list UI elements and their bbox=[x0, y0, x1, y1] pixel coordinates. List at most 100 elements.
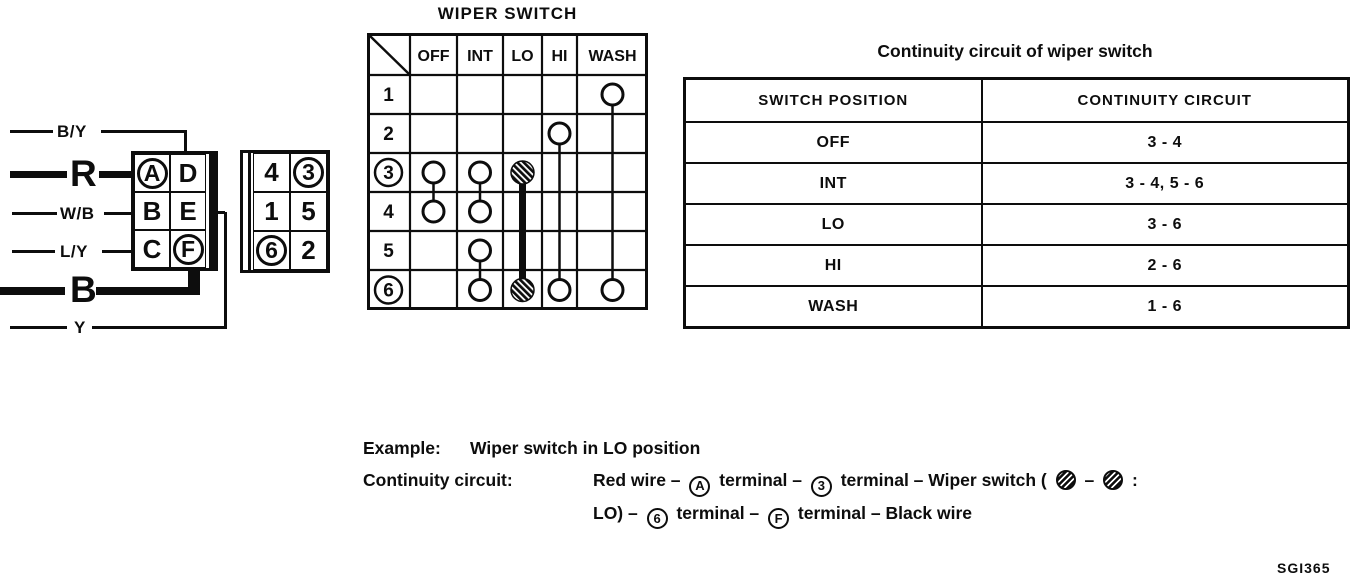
terminal-E: E bbox=[179, 195, 197, 226]
cell-position-wash: WASH bbox=[683, 285, 983, 329]
terminal-1: 1 bbox=[264, 196, 279, 226]
terminal-cell-F: F bbox=[170, 230, 206, 268]
example-line-1: Example: Wiper switch in LO position bbox=[363, 432, 1263, 464]
svg-text:6: 6 bbox=[383, 281, 394, 302]
col-header-switch-position: SWITCH POSITION bbox=[683, 77, 983, 123]
example-line3-text2: terminal – bbox=[676, 502, 760, 523]
circled-terminal-3: 3 bbox=[810, 475, 832, 497]
wire-wb-label: W/B bbox=[60, 204, 95, 223]
example-line2-text3: terminal – Wiper switch ( bbox=[840, 470, 1047, 490]
example-line-3: LO) – 6 terminal – F terminal – Black wi… bbox=[363, 497, 1263, 529]
wire-by-line-drop bbox=[184, 130, 187, 154]
wire-y-label: Y bbox=[74, 318, 86, 337]
terminal-cell-6: 6 bbox=[253, 231, 290, 270]
table-row-lo: LO 3 - 6 bbox=[683, 203, 1350, 246]
terminal-cell-3: 3 bbox=[290, 153, 327, 192]
cell-circuit-hi: 2 - 6 bbox=[980, 244, 1350, 287]
circled-terminal-f: F bbox=[768, 508, 790, 529]
example-line2-text2: terminal – bbox=[719, 470, 802, 490]
svg-text:1: 1 bbox=[383, 85, 394, 106]
example-block: Example: Wiper switch in LO position Cont… bbox=[363, 432, 1263, 529]
wire-b-line-stub bbox=[188, 268, 200, 291]
terminal-3: 3 bbox=[293, 157, 324, 188]
wire-ly-line-left bbox=[12, 250, 55, 253]
table-row-wash: WASH 1 - 6 bbox=[683, 285, 1350, 329]
wire-y-line-tap bbox=[214, 211, 225, 214]
terminal-cell-B: B bbox=[134, 192, 170, 230]
continuity-table-title: Continuity circuit of wiper switch bbox=[877, 41, 1153, 61]
svg-text:WASH: WASH bbox=[589, 48, 637, 65]
terminal-A: A bbox=[136, 157, 168, 189]
circled-terminal-a: A bbox=[689, 475, 711, 497]
svg-text:OFF: OFF bbox=[418, 48, 450, 65]
wire-r-line-left bbox=[10, 171, 67, 178]
cell-circuit-int: 3 - 4, 5 - 6 bbox=[980, 162, 1350, 205]
example-line3-text1: LO) – bbox=[593, 502, 638, 523]
wire-y-line-rise bbox=[224, 212, 227, 329]
cell-position-hi: HI bbox=[683, 244, 983, 287]
hatched-contact-icon bbox=[1055, 470, 1076, 490]
wire-wb-line-left bbox=[12, 212, 57, 215]
terminal-2: 2 bbox=[301, 235, 316, 265]
continuity-table-header-row: SWITCH POSITION CONTINUITY CIRCUIT bbox=[683, 77, 1350, 123]
example-line2-text1: Red wire – bbox=[593, 470, 681, 490]
wiper-switch-matrix-title: WIPER SWITCH bbox=[437, 4, 578, 23]
svg-text:INT: INT bbox=[467, 48, 493, 65]
svg-text:HI: HI bbox=[552, 48, 568, 65]
cell-circuit-off: 3 - 4 bbox=[980, 121, 1350, 164]
terminal-cell-2: 2 bbox=[290, 231, 327, 270]
table-row-off: OFF 3 - 4 bbox=[683, 121, 1350, 164]
wire-wb-line-right bbox=[104, 212, 134, 215]
connector-letter-block: A D B E C F bbox=[131, 151, 218, 271]
svg-text:5: 5 bbox=[383, 241, 394, 262]
continuity-circuit-label: Continuity circuit: bbox=[363, 470, 513, 490]
wire-b-line-left bbox=[0, 287, 65, 295]
example-line-2: Continuity circuit: Red wire – A terminal… bbox=[363, 464, 1263, 497]
terminal-cell-D: D bbox=[170, 154, 206, 192]
table-row-hi: HI 2 - 6 bbox=[683, 244, 1350, 287]
terminal-cell-5: 5 bbox=[290, 192, 327, 231]
wire-y-line-right bbox=[92, 326, 227, 329]
example-label: Example: bbox=[363, 438, 441, 458]
wire-y-line-left bbox=[10, 326, 67, 329]
wire-b-line-right bbox=[96, 287, 200, 295]
terminal-5: 5 bbox=[301, 196, 316, 226]
connector-letter-shade-bar bbox=[209, 151, 218, 271]
terminal-6: 6 bbox=[256, 235, 287, 266]
terminal-D: D bbox=[178, 157, 198, 188]
terminal-cell-A: A bbox=[134, 154, 170, 192]
figure-code: SGI365 bbox=[1277, 560, 1331, 576]
cell-circuit-wash: 1 - 6 bbox=[980, 285, 1350, 329]
terminal-F: F bbox=[172, 233, 204, 265]
terminal-cell-E: E bbox=[170, 192, 206, 230]
wire-r-line-right bbox=[99, 171, 135, 178]
terminal-cell-C: C bbox=[134, 230, 170, 268]
hatched-contact-icon bbox=[1103, 470, 1124, 490]
wiper-switch-matrix: OFF INT LO HI WASH 1 2 3 4 5 6 bbox=[367, 33, 648, 310]
terminal-cell-1: 1 bbox=[253, 192, 290, 231]
example-line2-text4: – bbox=[1084, 470, 1095, 490]
example-line2-text5: : bbox=[1131, 470, 1138, 490]
cell-position-lo: LO bbox=[683, 203, 983, 246]
col-header-continuity-circuit: CONTINUITY CIRCUIT bbox=[980, 77, 1350, 123]
continuity-table: SWITCH POSITION CONTINUITY CIRCUIT OFF 3… bbox=[683, 77, 1350, 329]
svg-text:4: 4 bbox=[383, 202, 394, 223]
table-row-int: INT 3 - 4, 5 - 6 bbox=[683, 162, 1350, 205]
wire-r-label: R bbox=[70, 153, 97, 194]
example-line3-text3: terminal – Black wire bbox=[797, 502, 973, 523]
terminal-cell-4: 4 bbox=[253, 153, 290, 192]
wire-ly-label: L/Y bbox=[60, 242, 88, 261]
wire-b-label: B bbox=[70, 269, 97, 310]
svg-text:LO: LO bbox=[511, 48, 533, 65]
example-text: Wiper switch in LO position bbox=[470, 438, 701, 458]
svg-text:2: 2 bbox=[383, 124, 394, 145]
cell-position-off: OFF bbox=[683, 121, 983, 164]
terminal-B: B bbox=[142, 195, 162, 226]
svg-text:3: 3 bbox=[383, 163, 394, 184]
connector-number-edge-line bbox=[248, 153, 251, 270]
wire-ly-line-right bbox=[102, 250, 134, 253]
connector-number-block: 4 3 1 5 6 2 bbox=[240, 150, 330, 273]
cell-circuit-lo: 3 - 6 bbox=[980, 203, 1350, 246]
terminal-4: 4 bbox=[264, 157, 279, 187]
